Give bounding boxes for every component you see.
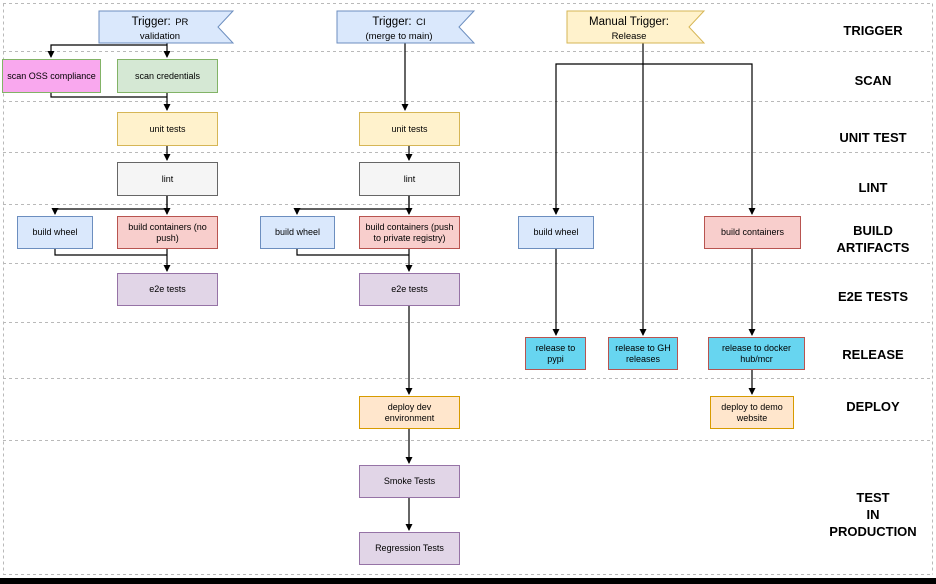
- trigger-pr-label: Trigger: PR validation: [99, 14, 221, 43]
- trigger-ci-flag-shape: [336, 10, 476, 44]
- edge-group: [47, 43, 756, 531]
- lane-label-deploy: DEPLOY: [846, 399, 900, 414]
- edge-line: [643, 63, 756, 215]
- node-lint-pr: lint: [117, 162, 218, 196]
- node-build-containers-no-push: build containers (no push): [117, 216, 218, 249]
- edge-line: [47, 44, 167, 58]
- trigger-pr-line2: validation: [139, 31, 181, 42]
- node-regression-tests: Regression Tests: [359, 532, 460, 565]
- node-build-containers-release: build containers: [704, 216, 801, 249]
- lane-label-lint: LINT: [858, 180, 888, 195]
- node-deploy-dev-environment: deploy dev environment: [359, 396, 460, 429]
- node-scan-oss-compliance: scan OSS compliance: [2, 59, 101, 93]
- manual-trigger-line1: Manual Trigger:: [589, 16, 669, 28]
- bottom-window-edge-bar: [0, 578, 936, 584]
- trigger-ci-label: Trigger: CI (merge to main): [337, 14, 461, 43]
- lane-label-test-in-production: TEST IN PRODUCTION: [829, 490, 917, 539]
- node-e2e-tests-ci: e2e tests: [359, 273, 460, 306]
- lane-label-unit-test: UNIT TEST: [839, 130, 907, 145]
- trigger-pr-line1: Trigger: PR: [131, 16, 189, 28]
- node-unit-tests-ci: unit tests: [359, 112, 460, 146]
- node-lint-ci: lint: [359, 162, 460, 196]
- manual-trigger-label: Manual Trigger: Release: [567, 14, 691, 43]
- node-release-to-docker-hub-mcr: release to docker hub/mcr: [708, 337, 805, 370]
- manual-trigger-line2: Release: [611, 31, 647, 42]
- node-unit-tests-pr: unit tests: [117, 112, 218, 146]
- node-release-to-gh-releases: release to GH releases: [608, 337, 678, 370]
- node-release-to-pypi: release to pypi: [525, 337, 586, 370]
- node-build-containers-private-registry: build containers (push to private regist…: [359, 216, 460, 249]
- trigger-ci-line2: (merge to main): [365, 31, 433, 42]
- manual-trigger-flag-shape: [566, 10, 706, 44]
- node-build-wheel-release: build wheel: [518, 216, 594, 249]
- lane-label-e2e-tests: E2E TESTS: [837, 289, 909, 304]
- node-smoke-tests: Smoke Tests: [359, 465, 460, 498]
- trigger-ci-line1: Trigger: CI: [372, 16, 426, 28]
- edge-line: [54, 249, 167, 256]
- node-build-wheel-pr: build wheel: [17, 216, 93, 249]
- edge-line: [552, 63, 643, 215]
- lane-divider-group: [3, 3, 933, 575]
- lane-label-trigger: TRIGGER: [843, 23, 903, 38]
- lane-label-scan: SCAN: [854, 73, 892, 88]
- lane-label-release: RELEASE: [842, 347, 904, 362]
- edge-line: [296, 249, 409, 256]
- trigger-pr-flag-shape: [98, 10, 235, 44]
- lane-label-build-artifacts: BUILD ARTIFACTS: [836, 223, 910, 255]
- node-deploy-to-demo-website: deploy to demo website: [710, 396, 794, 429]
- node-e2e-tests-pr: e2e tests: [117, 273, 218, 306]
- node-build-wheel-ci: build wheel: [260, 216, 335, 249]
- edge-line: [50, 93, 167, 98]
- node-scan-credentials: scan credentials: [117, 59, 218, 93]
